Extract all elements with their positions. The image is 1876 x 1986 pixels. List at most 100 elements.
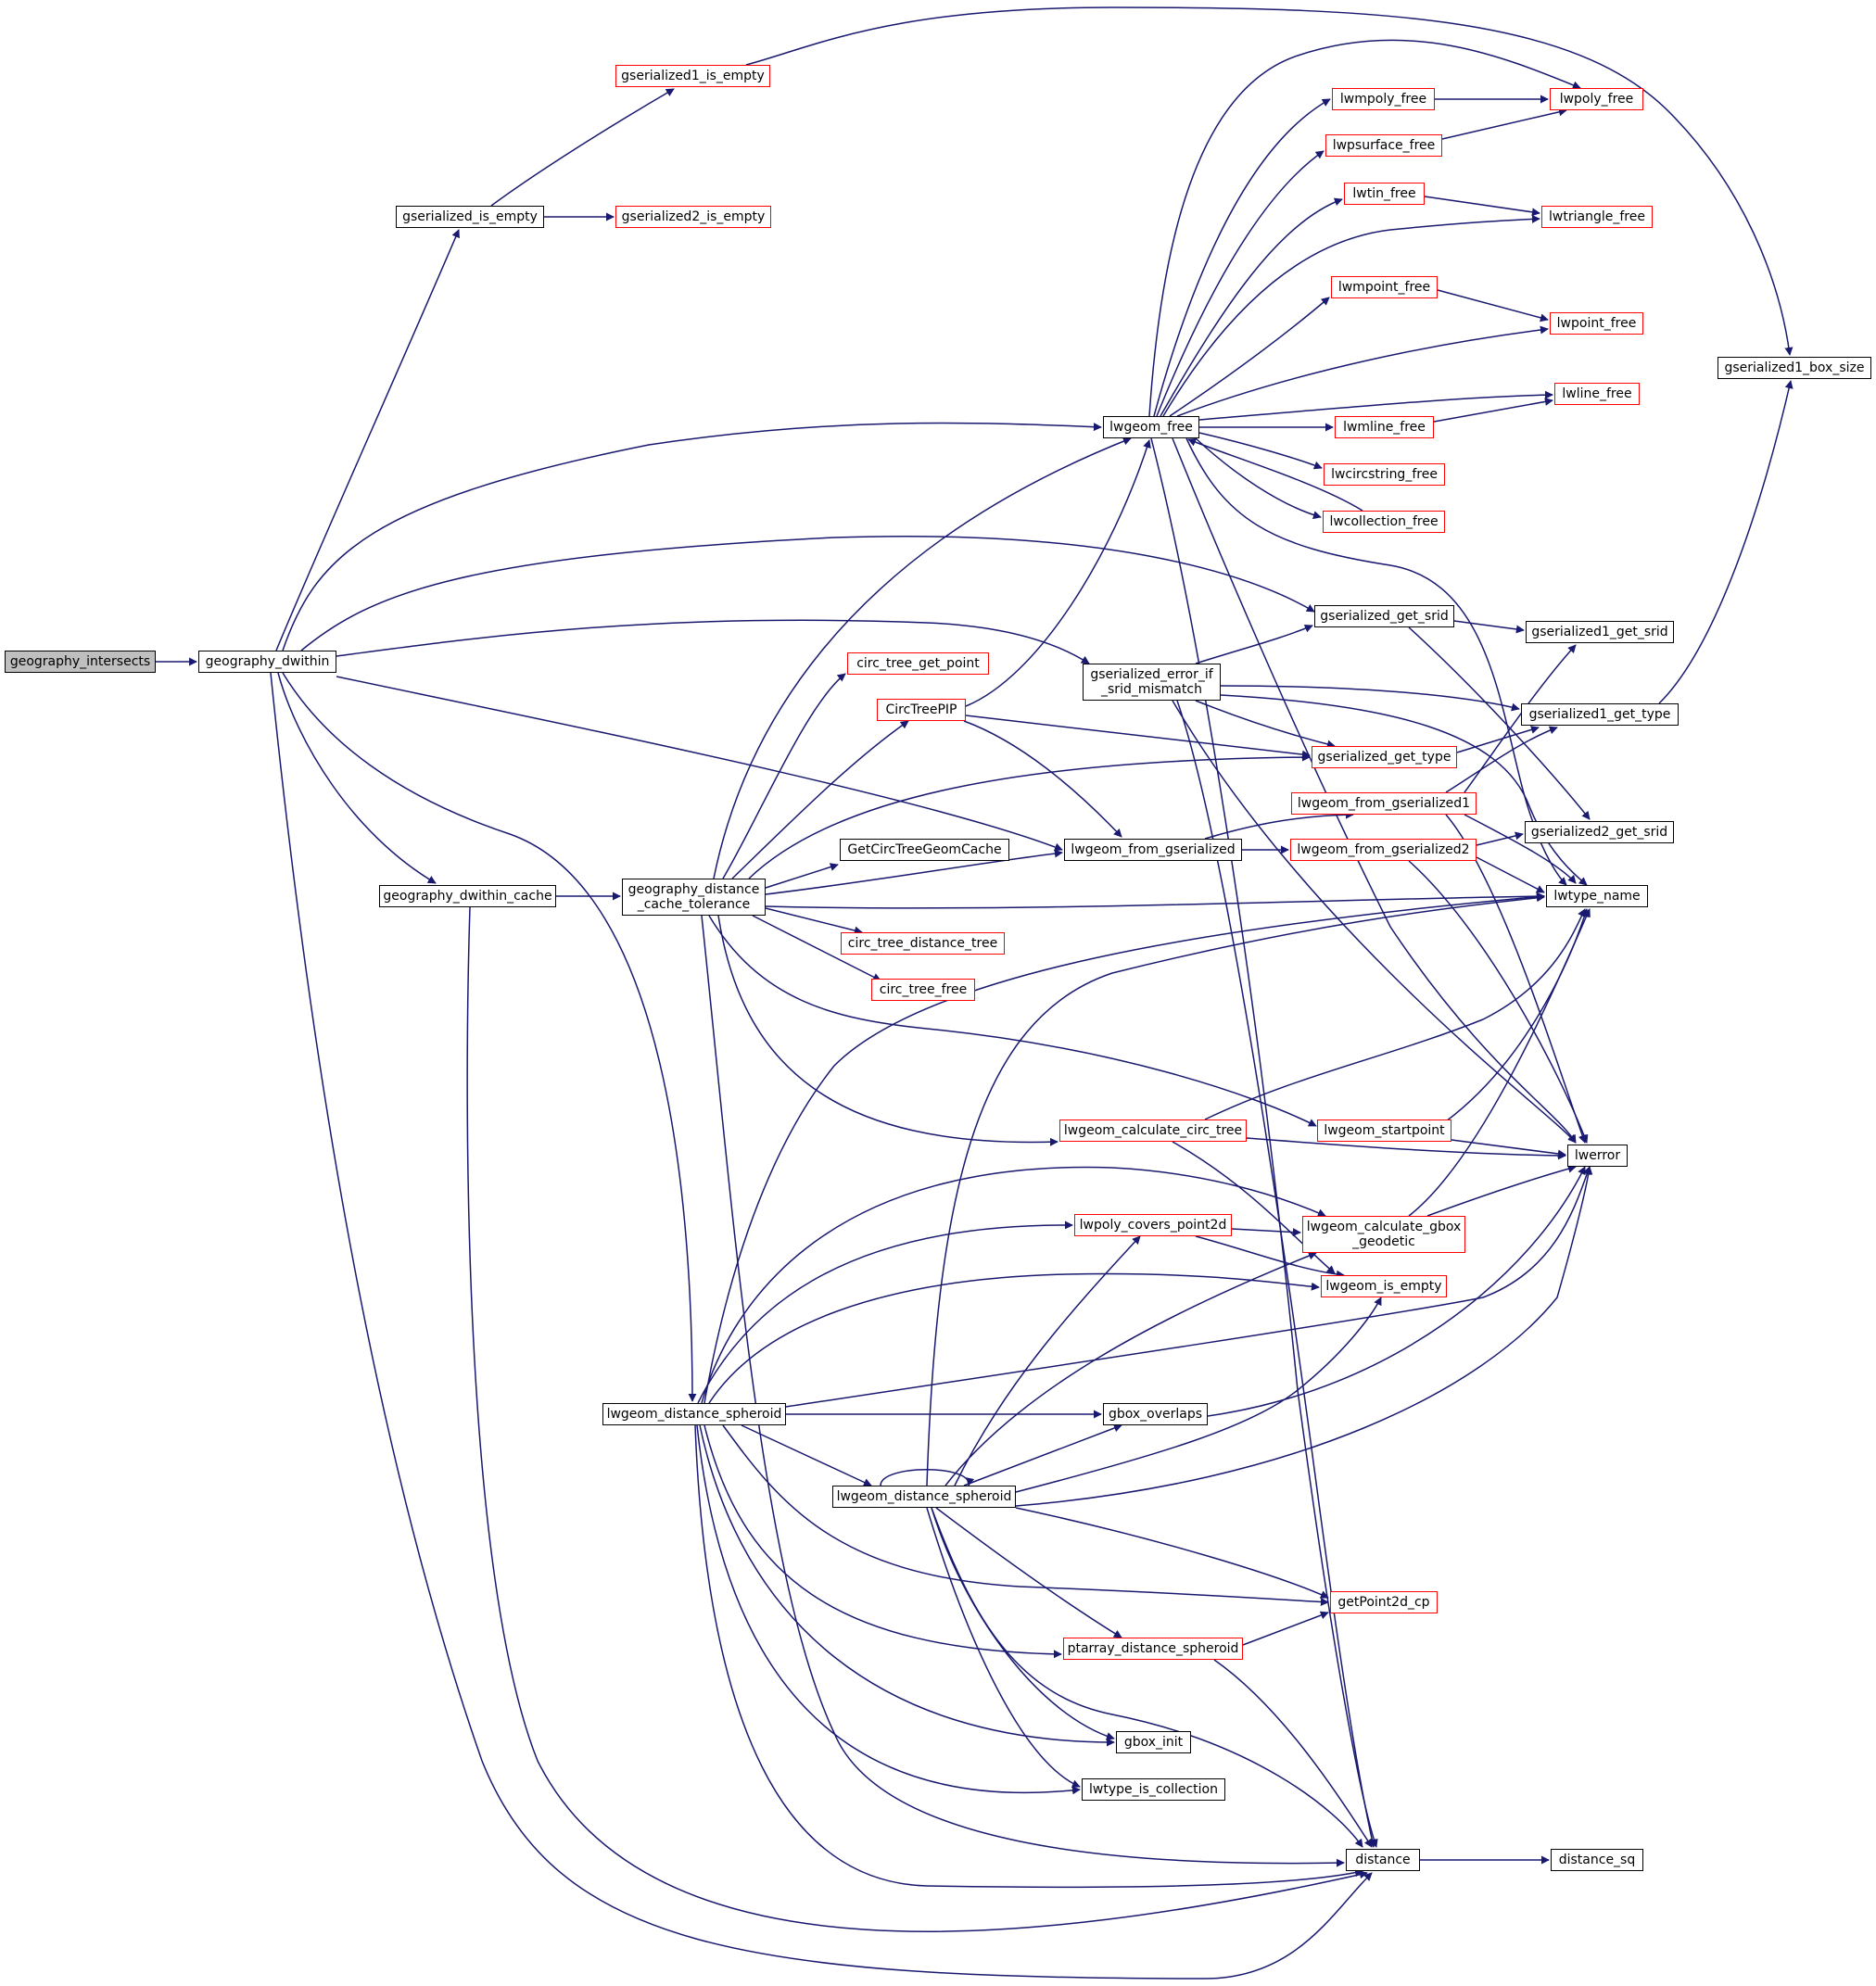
edge-circtreepip-to-lwgeom-free bbox=[965, 439, 1151, 707]
edge-spheroid-to-spheroid-2 bbox=[741, 1424, 872, 1486]
node-ptarray-distance-spheroid[interactable]: ptarray_distance_spheroid bbox=[1063, 1638, 1243, 1660]
node-distance[interactable]: distance bbox=[1346, 1849, 1420, 1871]
edge-tolerance-to-lwgeom-startpoint bbox=[708, 915, 1317, 1127]
node-circ-tree-distance-tree[interactable]: circ_tree_distance_tree bbox=[841, 932, 1005, 955]
node-getpoint2d-cp[interactable]: getPoint2d_cp bbox=[1330, 1591, 1438, 1613]
edge-dwithin-to-distance bbox=[270, 672, 1373, 1980]
edge-spheroid-to-gbox-geodetic bbox=[701, 1166, 1326, 1404]
node-gbox-overlaps[interactable]: gbox_overlaps bbox=[1103, 1403, 1208, 1425]
edge-lwgeom-startpoint-to-lwerror bbox=[1451, 1139, 1566, 1158]
edge-lwgeom-free-to-distance bbox=[1150, 437, 1378, 1848]
node-lwgeom-startpoint[interactable]: lwgeom_startpoint bbox=[1317, 1119, 1451, 1142]
node-geography-dwithin-cache[interactable]: geography_dwithin_cache bbox=[379, 885, 556, 907]
edge-spheroid-to-lwtype-name bbox=[704, 892, 1545, 1404]
edge-spheroid-2-to-gbox-init bbox=[931, 1507, 1115, 1740]
node-lwgeom-from-gserialized[interactable]: lwgeom_from_gserialized bbox=[1064, 839, 1242, 861]
node-getcirctreegeomcache[interactable]: GetCircTreeGeomCache bbox=[840, 839, 1009, 861]
node-lwgeom-distance-spheroid-2[interactable]: lwgeom_distance_spheroid bbox=[832, 1486, 1016, 1508]
edge-spheroid-2-to-distance bbox=[931, 1507, 1363, 1848]
node-gserialized2-is-empty[interactable]: gserialized2_is_empty bbox=[615, 206, 771, 228]
node-geography-dwithin[interactable]: geography_dwithin bbox=[198, 651, 336, 673]
node-lwerror[interactable]: lwerror bbox=[1567, 1145, 1628, 1167]
node-lwline-free[interactable]: lwline_free bbox=[1554, 383, 1640, 405]
edge-ptarray-distance-to-distance bbox=[1213, 1659, 1373, 1848]
edge-lwgeom-from-gserialized1-to-gserialized1-get-type bbox=[1445, 726, 1558, 793]
node-geography-distance-cache-tolerance[interactable]: geography_distance _cache_tolerance bbox=[622, 879, 766, 916]
edge-spheroid-2-to-gbox-overlaps bbox=[963, 1423, 1122, 1486]
node-gserialized1-get-type[interactable]: gserialized1_get_type bbox=[1521, 703, 1679, 726]
edge-dwithin-cache-to-distance bbox=[466, 906, 1368, 1932]
node-gserialized-error-if-srid-mismatch[interactable]: gserialized_error_if _srid_mismatch bbox=[1083, 664, 1221, 701]
edge-tolerance-to-circ-tree-get-point bbox=[722, 673, 846, 879]
edge-tolerance-to-lwtype-name bbox=[765, 892, 1545, 909]
edge-lwgeom-free-to-lwmpoly-free bbox=[1153, 98, 1331, 417]
edge-dwithin-to-lwgeom-distance-spheroid bbox=[282, 672, 697, 1402]
edge-lwgeom-free-to-lwtriangle-free bbox=[1162, 214, 1540, 417]
node-lwpoly-covers-point2d[interactable]: lwpoly_covers_point2d bbox=[1074, 1214, 1232, 1236]
edge-spheroid-to-lwerror bbox=[785, 1166, 1591, 1408]
node-lwpoly-free[interactable]: lwpoly_free bbox=[1550, 88, 1643, 110]
node-lwgeom-calculate-gbox-geodetic[interactable]: lwgeom_calculate_gbox _geodetic bbox=[1302, 1216, 1465, 1253]
edge-ptarray-distance-to-getpoint2d bbox=[1242, 1611, 1329, 1646]
node-gserialized-get-type[interactable]: gserialized_get_type bbox=[1312, 746, 1457, 768]
edge-lwgeom-calculate-circ-tree-to-lwerror bbox=[1246, 1137, 1566, 1160]
node-lwpoint-free[interactable]: lwpoint_free bbox=[1550, 312, 1643, 335]
node-lwgeom-is-empty[interactable]: lwgeom_is_empty bbox=[1321, 1275, 1447, 1297]
edge-lwgeom-free-to-lwpoly-free bbox=[1148, 39, 1581, 417]
edge-lwgeom-calculate-circ-tree-to-lwgeom-is-empty bbox=[1172, 1141, 1336, 1274]
node-gserialized1-box-size[interactable]: gserialized1_box_size bbox=[1718, 357, 1871, 379]
node-gserialized1-is-empty[interactable]: gserialized1_is_empty bbox=[615, 65, 770, 87]
node-lwcollection-free[interactable]: lwcollection_free bbox=[1323, 511, 1445, 533]
node-lwpsurface-free[interactable]: lwpsurface_free bbox=[1325, 134, 1442, 157]
edge-tolerance-to-getcirctreegeomcache bbox=[765, 863, 839, 889]
edge-tolerance-to-lwgeom-from-gserialized bbox=[765, 849, 1063, 895]
edge-lwgeom-from-gserialized2-to-gserialized2-get-srid bbox=[1476, 831, 1524, 846]
edge-lwtin-free-to-lwtriangle-free bbox=[1424, 196, 1540, 217]
edge-dwithin-to-gserialized-get-srid bbox=[300, 535, 1315, 651]
edge-dwithin-to-dwithin-cache bbox=[277, 672, 437, 884]
edge-spheroid-to-lwgeom-is-empty bbox=[708, 1272, 1320, 1404]
node-gserialized-is-empty[interactable]: gserialized_is_empty bbox=[396, 206, 544, 228]
node-lwgeom-distance-spheroid[interactable]: lwgeom_distance_spheroid bbox=[602, 1403, 786, 1425]
edge-gbox-overlaps-to-lwerror bbox=[1207, 1166, 1586, 1417]
edge-lwgeom-from-gserialized1-to-gserialized1-get-srid bbox=[1464, 644, 1577, 793]
node-lwgeom-from-gserialized1[interactable]: lwgeom_from_gserialized1 bbox=[1291, 792, 1477, 815]
edge-dwithin-to-lwgeom-from-gserialized bbox=[336, 676, 1063, 852]
edge-circtreepip-to-lwgeom-from-gserialized bbox=[963, 720, 1122, 838]
edge-lwgeom-from-gserialized1-to-lwtype-name bbox=[1464, 814, 1577, 884]
edge-lwgeom-free-to-lwmpoint-free bbox=[1169, 297, 1330, 417]
node-lwtype-name[interactable]: lwtype_name bbox=[1546, 885, 1648, 907]
node-circ-tree-free[interactable]: circ_tree_free bbox=[871, 979, 975, 1001]
node-lwmpoint-free[interactable]: lwmpoint_free bbox=[1331, 276, 1438, 298]
node-gserialized1-get-srid[interactable]: gserialized1_get_srid bbox=[1526, 621, 1674, 643]
node-lwtin-free[interactable]: lwtin_free bbox=[1344, 183, 1425, 205]
edge-error-if-to-lwerror bbox=[1172, 700, 1577, 1144]
node-lwtriangle-free[interactable]: lwtriangle_free bbox=[1541, 206, 1653, 228]
node-lwcircstring-free[interactable]: lwcircstring_free bbox=[1324, 463, 1445, 486]
node-circtreepip[interactable]: CircTreePIP bbox=[877, 699, 966, 721]
node-gbox-init[interactable]: gbox_init bbox=[1116, 1731, 1191, 1753]
edge-lwgeom-free-to-lwline-free bbox=[1198, 390, 1553, 421]
edge-spheroid-2-to-lwtype-is-collection bbox=[926, 1507, 1081, 1788]
edge-lwgeom-free-to-lwpoint-free bbox=[1176, 325, 1549, 417]
edge-spheroid-2-to-gbox-geodetic bbox=[944, 1251, 1317, 1486]
edge-spheroid-to-distance bbox=[694, 1424, 1363, 1889]
node-circ-tree-get-point[interactable]: circ_tree_get_point bbox=[847, 652, 989, 675]
node-gserialized-get-srid[interactable]: gserialized_get_srid bbox=[1314, 605, 1454, 627]
node-lwgeom-calculate-circ-tree[interactable]: lwgeom_calculate_circ_tree bbox=[1059, 1119, 1247, 1142]
edge-lwgeom-free-to-lwpsurface-free bbox=[1156, 150, 1325, 417]
edge-lwmpoint-free-to-lwpoint-free bbox=[1437, 289, 1549, 323]
node-geography-intersects[interactable]: geography_intersects bbox=[5, 651, 156, 673]
edge-error-if-to-gserialized-get-type bbox=[1195, 700, 1336, 749]
node-lwtype-is-collection[interactable]: lwtype_is_collection bbox=[1082, 1778, 1225, 1801]
node-lwgeom-free[interactable]: lwgeom_free bbox=[1103, 416, 1199, 438]
node-lwmline-free[interactable]: lwmline_free bbox=[1335, 416, 1434, 438]
node-gserialized2-get-srid[interactable]: gserialized2_get_srid bbox=[1525, 821, 1674, 843]
node-distance-sq[interactable]: distance_sq bbox=[1551, 1849, 1643, 1871]
node-lwgeom-from-gserialized2[interactable]: lwgeom_from_gserialized2 bbox=[1290, 839, 1477, 861]
edge-spheroid-to-lwpoly-covers bbox=[697, 1221, 1073, 1404]
edge-lwcollection-free-to-lwgeom-free bbox=[1187, 437, 1363, 512]
edge-spheroid-to-gbox-init bbox=[699, 1424, 1115, 1747]
node-lwmpoly-free[interactable]: lwmpoly_free bbox=[1332, 88, 1435, 110]
edge-spheroid-2-to-lwgeom-is-empty bbox=[1015, 1297, 1382, 1493]
